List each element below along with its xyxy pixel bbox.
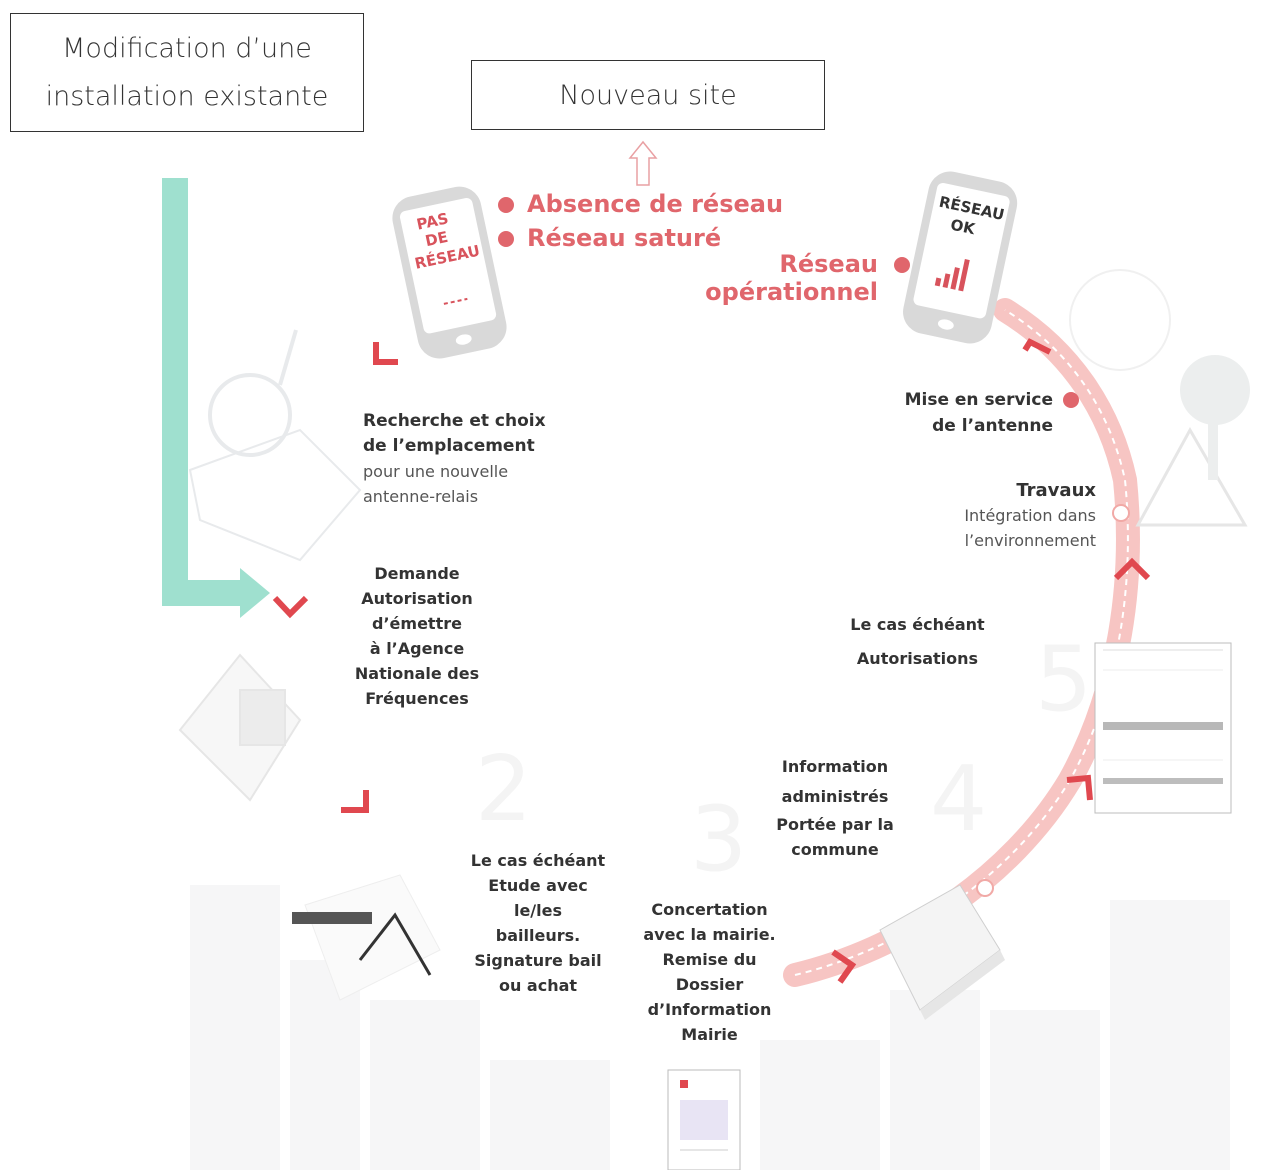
step-number-3: 3 [690,787,747,892]
tree-icon [1180,355,1250,480]
step-travaux-sub: Intégration dans [964,506,1096,525]
step-concertation-line: d’Information [647,1000,772,1019]
phone-left-text: DE [424,228,450,250]
nouveau-site-label: Nouveau site [559,79,737,111]
bullet-icon [894,257,910,273]
teal-arrow [162,178,270,618]
step-etude-line: bailleurs. [495,926,581,945]
step-demande-line: Demande [374,564,460,583]
status-absence: Absence de réseau [527,190,784,218]
step-recherche-sub: pour une nouvelle [363,462,509,481]
step-mise-en-service: Mise en service de l’antenne [880,387,1053,439]
step-etude-line: Etude avec [488,876,588,895]
bullet-icon [498,197,514,213]
step-concertation-line: Remise du [662,950,757,969]
status-operationnel-line-1: Réseau [779,250,878,278]
step-recherche: Recherche et choix de l’emplacement pour… [363,409,623,509]
chevron-icon [831,949,857,984]
chevron-icon [1113,557,1151,581]
step-etude-line: Le cas échéant [470,851,606,870]
modification-line-2: installation existante [45,80,329,112]
step-demande: Demande Autorisation d’émettre à l’Agenc… [338,561,496,711]
chevron-icon [272,595,309,619]
antenna-badge-icon [1069,269,1171,371]
step-demande-line: à l’Agence [369,639,465,658]
step-concertation: Concertation avec la mairie. Remise du D… [637,897,782,1047]
step-concertation-line: avec la mairie. [643,925,776,944]
step-etude-line: ou achat [498,976,578,995]
status-operationnel-line-2: opérationnel [705,278,878,306]
magnifier-icon [188,329,362,562]
phone-network-ok-icon: RÉSEAU OK [903,171,1018,344]
step-information-line: commune [791,840,879,859]
step-etude-line: le/les [513,901,563,920]
phone-right-text: OK [949,216,978,239]
chevrons [272,338,1151,984]
modification-box: Modification d’une installation existant… [10,13,364,132]
step-information-line: administrés [781,787,889,806]
step-etude: Le cas échéant Etude avec le/les bailleu… [468,848,608,998]
chevron-icon [341,790,369,813]
step-concertation-line: Concertation [651,900,768,919]
step-concertation-line: Mairie [681,1025,738,1044]
up-arrow-icon [628,140,658,186]
step-autorisations-line: Le cas échéant [850,615,985,634]
step-autorisations-line: Autorisations [856,649,979,668]
form-icon [1094,642,1232,814]
step-travaux-sub: l’environnement [964,531,1096,550]
step-autorisations: Le cas échéant Autorisations [835,608,1000,676]
handshake-icon [292,874,441,1001]
step-information: Information administrés Portée par la co… [765,752,905,862]
status-sature: Réseau saturé [527,224,722,252]
step-dot [1063,392,1079,408]
step-number-4: 4 [930,747,987,852]
step-etude-line: Signature bail [474,951,602,970]
book-icon [879,884,1005,1020]
bullet-icon [498,231,514,247]
step-demande-line: Autorisation [361,589,473,608]
step-number-5: 5 [1035,627,1092,732]
document-icon [667,1069,741,1170]
step-mise-en-service-line: Mise en service [904,390,1053,410]
step-concertation-line: Dossier [675,975,744,994]
step-information-line: Portée par la [776,815,894,834]
nouveau-site-box: Nouveau site [471,60,825,130]
step-number-2: 2 [475,737,532,842]
step-recherche-sub: antenne-relais [363,487,479,506]
step-mise-en-service-line: de l’antenne [932,416,1053,436]
step-demande-line: Fréquences [365,689,469,708]
phone-no-network-icon: PAS DE RÉSEAU [392,186,507,359]
road-sign-icon [1135,426,1248,527]
signal-bars-icon [934,259,970,292]
status-operationnel: Réseau opérationnel [690,250,878,306]
step-demande-line: d’émettre [372,614,462,633]
step-demande-line: Nationale des [354,664,480,683]
step-information-line: Information [781,757,889,776]
step-recherche-title: de l’emplacement [363,436,535,456]
modification-line-1: Modification d’une [62,32,312,64]
step-recherche-title: Recherche et choix [363,411,546,431]
chevron-icon [1022,338,1052,355]
step-travaux-title: Travaux [1016,480,1096,501]
chevron-icon [1066,774,1093,801]
stamp-icon [178,653,302,802]
step-dot [1112,504,1130,522]
step-travaux: Travaux Intégration dans l’environnement [900,478,1096,553]
chevron-icon [373,342,398,365]
step-dot [976,879,994,897]
